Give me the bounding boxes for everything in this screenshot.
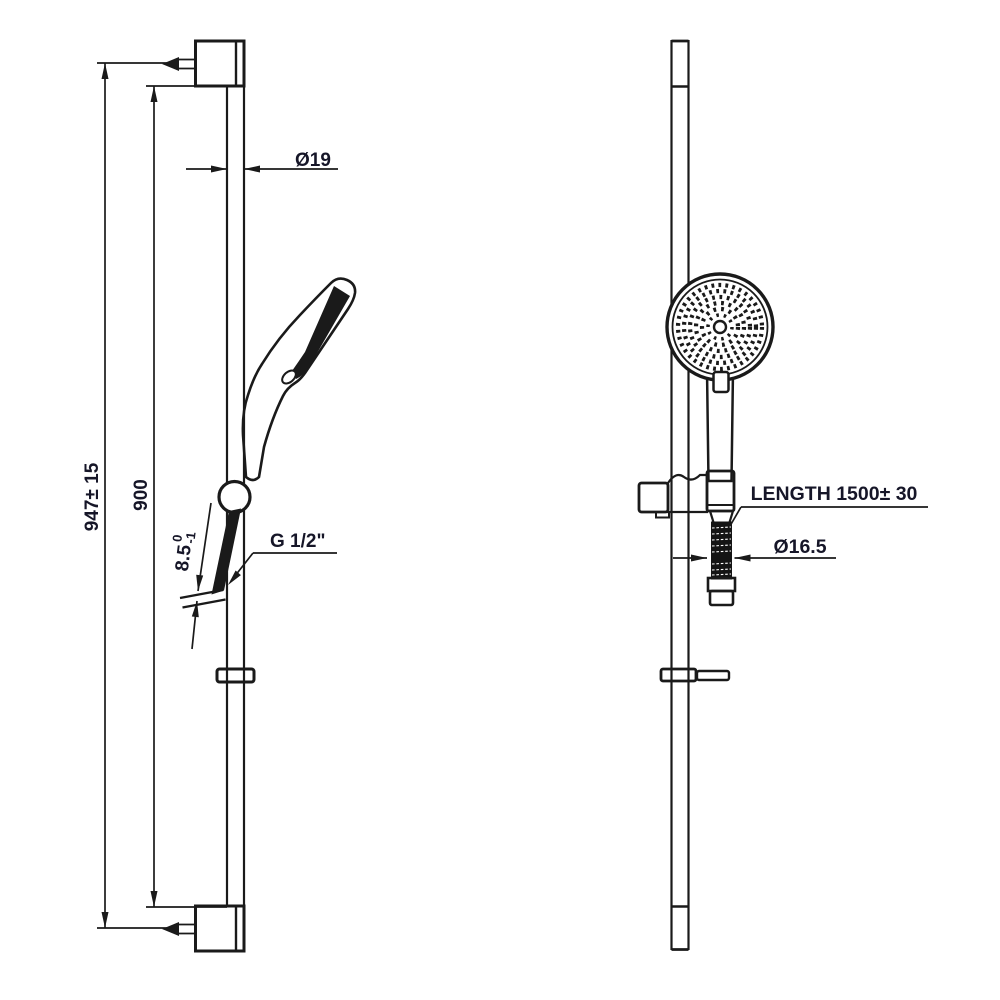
top-mounting-screw-icon bbox=[162, 57, 196, 71]
thread-connector-line-1 bbox=[179, 588, 224, 600]
side-rail bbox=[225, 41, 246, 906]
side-stop-collar bbox=[215, 667, 256, 684]
mode-button bbox=[281, 369, 297, 385]
dimension-rail-height: 900 bbox=[131, 85, 227, 908]
shower-hose bbox=[706, 521, 737, 607]
center-nozzle bbox=[712, 319, 728, 335]
thread-length-value: 8.5 bbox=[172, 543, 196, 572]
front-rail bbox=[670, 39, 690, 951]
rail-diameter-label: Ø19 bbox=[295, 150, 331, 171]
dimension-hose-diameter: Ø16.5 bbox=[673, 536, 836, 562]
handle-lower-grip bbox=[211, 508, 241, 595]
slider-knob bbox=[217, 479, 252, 515]
side-top-bracket bbox=[162, 39, 246, 88]
nozzle-pattern bbox=[675, 282, 765, 372]
hose-length-label: LENGTH 1500± 30 bbox=[751, 483, 918, 505]
spray-face-edge bbox=[292, 286, 350, 379]
head-neck-stub bbox=[712, 370, 730, 394]
front-stop-collar bbox=[659, 667, 731, 683]
hose-end-nut bbox=[706, 576, 737, 593]
thread-length-tol-lower: -1 bbox=[182, 531, 198, 544]
hose-diameter-label: Ø16.5 bbox=[773, 536, 826, 558]
thread-size-callout: G 1/2" bbox=[228, 531, 337, 585]
front-slider-holder bbox=[637, 469, 736, 526]
rail-height-label: 900 bbox=[131, 479, 152, 511]
thread-size-label: G 1/2" bbox=[270, 531, 325, 552]
side-bottom-bracket bbox=[162, 904, 246, 953]
dimension-overall-height: 947± 15 bbox=[82, 62, 172, 929]
overall-height-label: 947± 15 bbox=[82, 462, 103, 531]
front-view: LENGTH 1500± 30 Ø16.5 bbox=[637, 39, 928, 951]
dimension-thread-length: 8.5 0 -1 bbox=[169, 502, 212, 650]
hose-length-callout: LENGTH 1500± 30 bbox=[729, 483, 928, 527]
side-view: 947± 15 900 Ø19 8.5 bbox=[82, 39, 357, 953]
thread-connector-line-2 bbox=[182, 598, 226, 609]
hand-shower-front-face bbox=[665, 272, 775, 394]
hose-end-fitting bbox=[708, 589, 735, 607]
dimension-rail-diameter: Ø19 bbox=[186, 150, 338, 178]
hand-shower-side bbox=[179, 277, 357, 609]
hand-shower-body bbox=[241, 277, 357, 482]
bottom-mounting-screw-icon bbox=[162, 922, 196, 936]
thread-length-tol-upper: 0 bbox=[169, 534, 185, 543]
